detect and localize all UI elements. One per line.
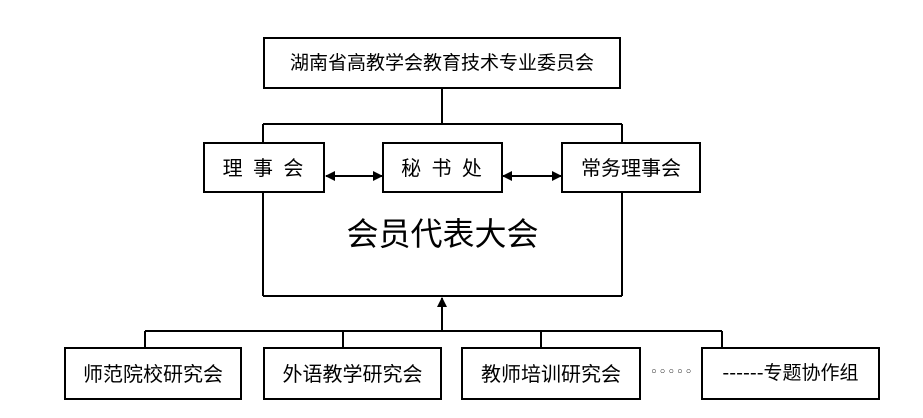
branch-label-1: 师范院校研究会 <box>83 361 223 386</box>
secretariat-label: 秘 书 处 <box>401 155 484 180</box>
council-label: 理 事 会 <box>222 155 306 180</box>
branch-box-1: 师范院校研究会 <box>64 347 242 400</box>
top-org-label: 湖南省高教学会教育技术专业委员会 <box>289 51 594 74</box>
standing-council-label: 常务理事会 <box>581 155 681 180</box>
branch-box-3: 教师培训研究会 <box>461 347 641 400</box>
secretariat-box: 秘 书 处 <box>382 142 503 193</box>
ellipsis-label: ◦◦◦◦◦ <box>650 365 694 380</box>
top-org-box: 湖南省高教学会教育技术专业委员会 <box>263 37 621 89</box>
branch-label-2: 外语教学研究会 <box>282 361 423 386</box>
special-group-box: ------专题协作组 <box>701 347 880 400</box>
branch-box-2: 外语教学研究会 <box>263 347 442 400</box>
standing-council-box: 常务理事会 <box>561 142 701 193</box>
special-group-label: ------专题协作组 <box>722 362 859 384</box>
council-box: 理 事 会 <box>203 142 325 193</box>
branch-label-3: 教师培训研究会 <box>481 361 621 386</box>
assembly-label: 会员代表大会 <box>346 215 539 253</box>
